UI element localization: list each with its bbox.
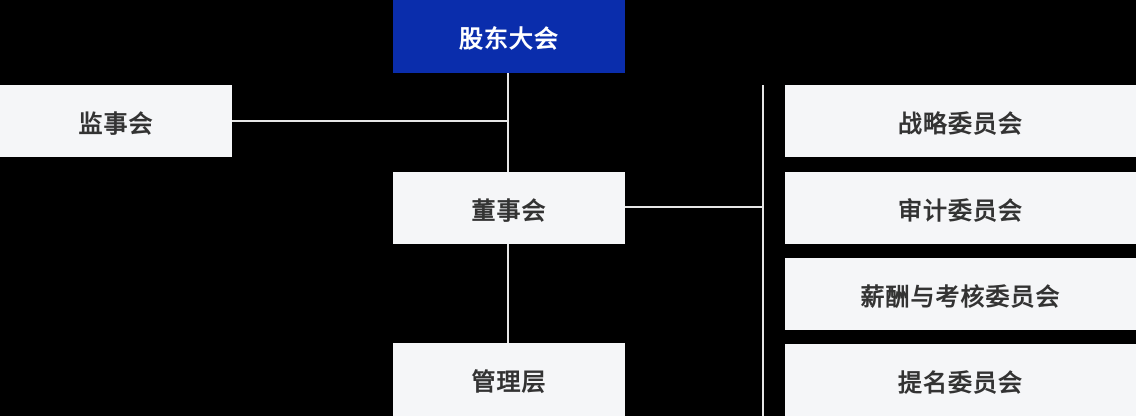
connector-committees-trunk bbox=[762, 85, 764, 416]
node-remuneration-assessment-committee: 薪酬与考核委员会 bbox=[785, 258, 1136, 330]
node-management: 管理层 bbox=[393, 343, 625, 416]
node-shareholders-meeting: 股东大会 bbox=[393, 0, 625, 73]
connector-board-to-management bbox=[507, 244, 509, 343]
connector-supervisory-to-trunk bbox=[232, 120, 508, 122]
node-nomination-committee: 提名委员会 bbox=[785, 344, 1136, 416]
node-board-of-directors: 董事会 bbox=[393, 172, 625, 244]
node-supervisory-board: 监事会 bbox=[0, 85, 232, 157]
node-audit-committee: 审计委员会 bbox=[785, 172, 1136, 244]
node-strategy-committee: 战略委员会 bbox=[785, 85, 1136, 157]
connector-root-to-board bbox=[507, 73, 509, 172]
connector-board-to-committees bbox=[625, 206, 764, 208]
